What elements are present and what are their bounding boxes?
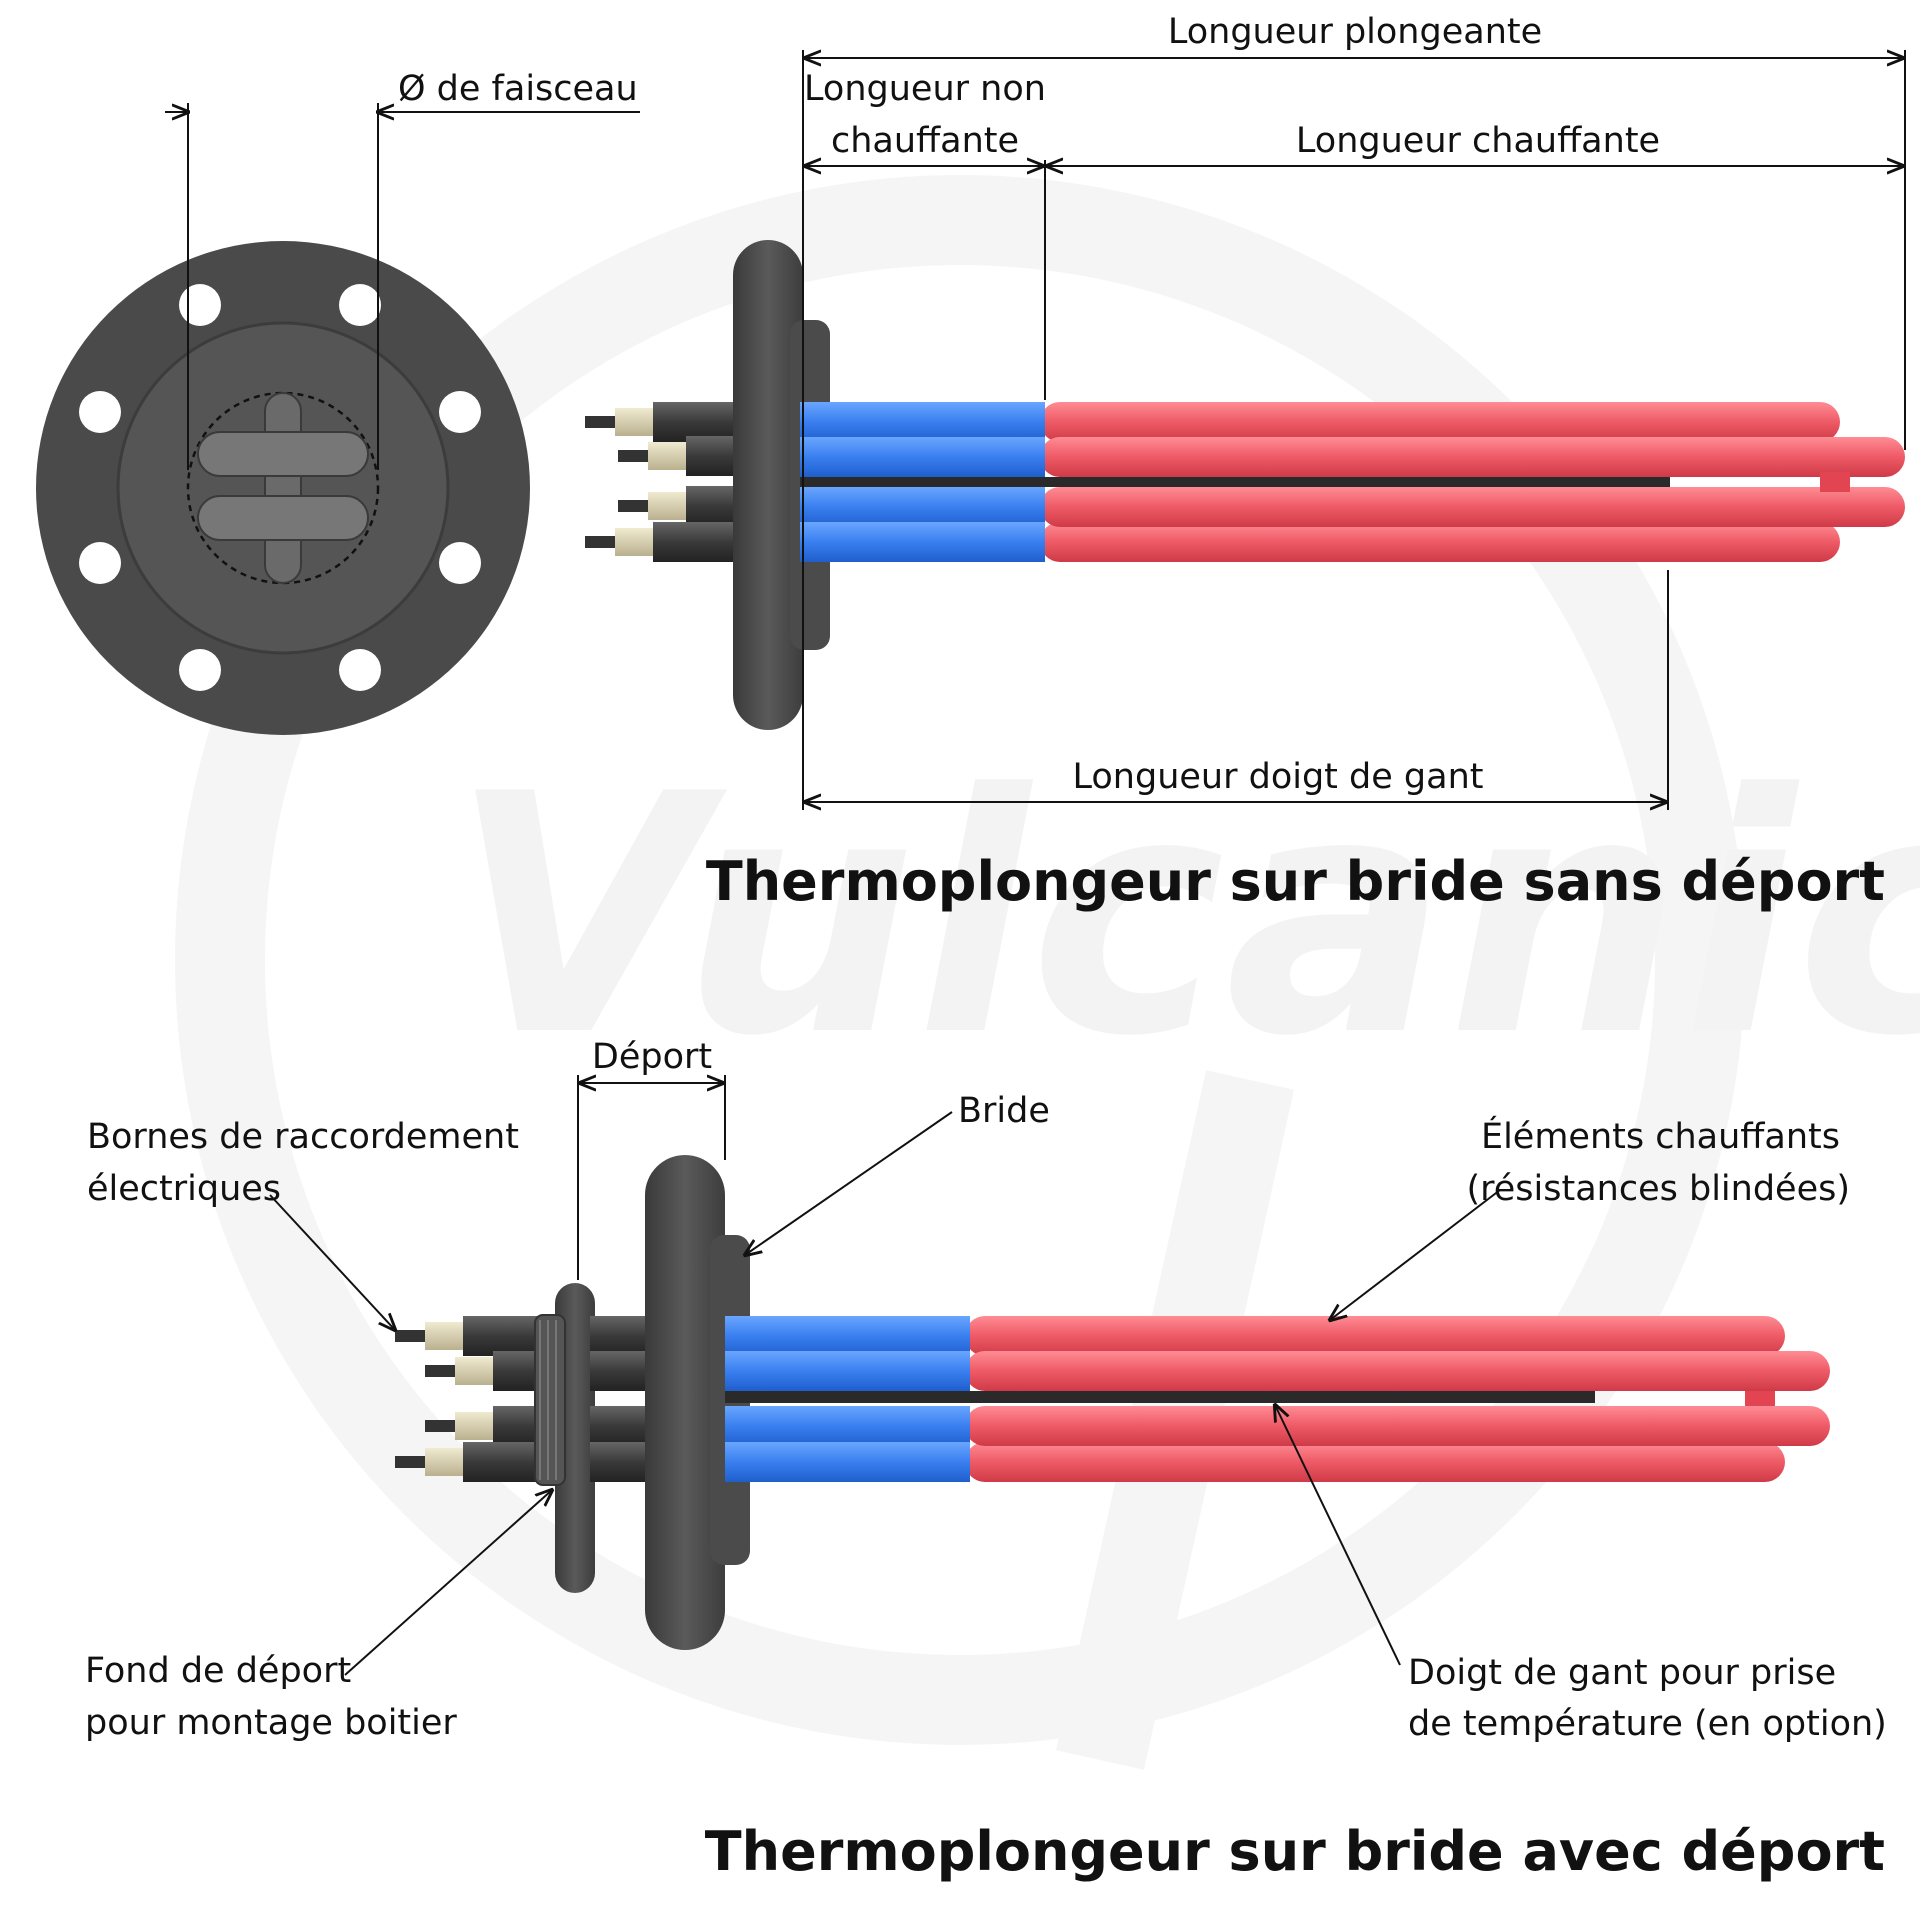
bolt-hole xyxy=(339,284,381,326)
bolt-hole xyxy=(179,284,221,326)
offset-bottom-label-1: Fond de déport xyxy=(85,1651,351,1691)
immersion-length-label: Longueur plongeante xyxy=(1168,12,1542,52)
thermowell-label-1: Doigt de gant pour prise xyxy=(1408,1653,1836,1693)
top-title: Thermoplongeur sur bride sans déport xyxy=(706,850,1885,913)
flange-front-view xyxy=(36,241,530,735)
heating-elements-label-1: Éléments chauffants xyxy=(1481,1115,1840,1157)
bolt-hole xyxy=(179,649,221,691)
heater-side-view xyxy=(585,240,1905,730)
heated-length-label: Longueur chauffante xyxy=(1296,121,1660,161)
terminal-group xyxy=(395,1316,543,1482)
bolt-hole xyxy=(339,649,381,691)
bundle-diameter-label: Ø de faisceau xyxy=(398,69,638,109)
bolt-hole xyxy=(79,391,121,433)
offset-bottom-label-2: pour montage boitier xyxy=(85,1703,457,1743)
terminals-label-1: Bornes de raccordement xyxy=(87,1117,519,1157)
bolt-hole xyxy=(439,391,481,433)
thermowell-label-2: de température (en option) xyxy=(1408,1704,1887,1744)
unheated-length-label-2: chauffante xyxy=(831,121,1019,161)
flange xyxy=(733,240,803,730)
bottom-title: Thermoplongeur sur bride avec déport xyxy=(705,1820,1885,1883)
offset-dimension: Déport xyxy=(577,1037,726,1280)
heating-elements-label-2: (résistances blindées) xyxy=(1466,1169,1850,1209)
flange xyxy=(645,1155,725,1650)
offset-label: Déport xyxy=(592,1037,712,1077)
thermowell xyxy=(800,477,1670,487)
top-dimensions: Longueur plongeante Longueur non chauffa… xyxy=(802,12,1906,810)
bolt-hole xyxy=(439,542,481,584)
callouts: Bornes de raccordement électriques Bride… xyxy=(85,1091,1887,1744)
flange-label: Bride xyxy=(958,1091,1050,1131)
watermark-text: Vulcanic xyxy=(450,724,1920,1108)
bundle-diameter-dimension: Ø de faisceau xyxy=(165,69,640,470)
thermowell xyxy=(725,1391,1595,1403)
thermowell-length-label: Longueur doigt de gant xyxy=(1073,757,1484,797)
heater-offset-side-view xyxy=(395,1155,1830,1650)
terminals-label-2: électriques xyxy=(87,1169,281,1209)
terminal-group xyxy=(585,402,736,562)
unheated-length-label-1: Longueur non xyxy=(804,69,1046,109)
bolt-hole xyxy=(79,542,121,584)
watermark: Vulcanic xyxy=(175,175,1920,1770)
